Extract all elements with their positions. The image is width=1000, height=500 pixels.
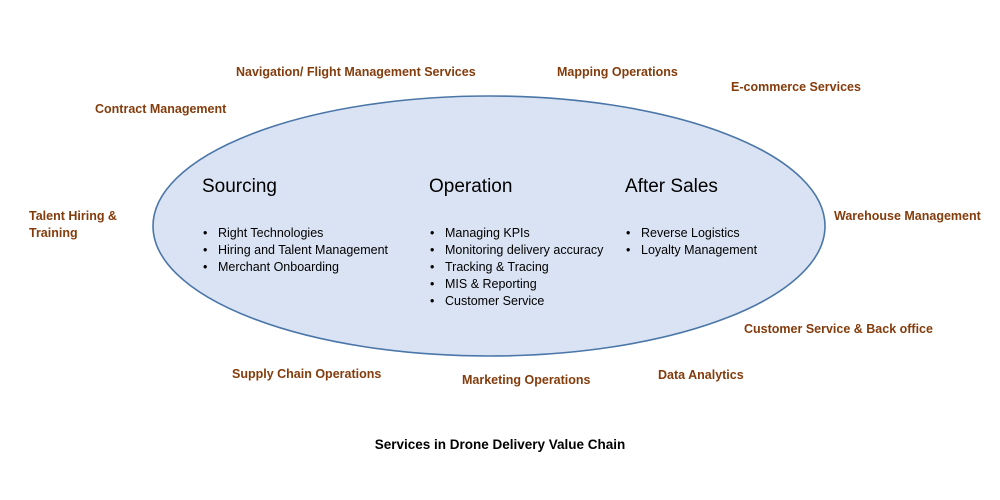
service-ecommerce: E-commerce Services xyxy=(731,80,861,94)
list-item: • Loyalty Management xyxy=(625,242,757,259)
list-item-label: Tracking & Tracing xyxy=(445,260,549,274)
list-item: • Customer Service xyxy=(429,293,603,310)
list-item: • Merchant Onboarding xyxy=(202,259,388,276)
list-item-label: Hiring and Talent Management xyxy=(218,243,389,257)
list-item-label: Managing KPIs xyxy=(445,226,530,240)
bullet-icon: • xyxy=(430,243,435,257)
sourcing-list: • Right Technologies • Hiring and Talent M… xyxy=(202,225,388,276)
service-data-analytics: Data Analytics xyxy=(658,368,744,382)
list-item: • Managing KPIs xyxy=(429,225,603,242)
column-title-after-sales: After Sales xyxy=(625,176,718,197)
list-item: • Hiring and Talent Management xyxy=(202,242,388,259)
list-item: • Right Technologies xyxy=(202,225,388,242)
bullet-icon: • xyxy=(203,243,208,257)
bullet-icon: • xyxy=(430,294,435,308)
column-title-operation: Operation xyxy=(429,176,513,197)
bullet-icon: • xyxy=(626,226,631,240)
list-item-label: Merchant Onboarding xyxy=(218,260,339,274)
list-item-label: MIS & Reporting xyxy=(445,277,537,291)
operation-list: • Managing KPIs • Monitoring delivery accu… xyxy=(429,225,603,310)
service-contract-management: Contract Management xyxy=(95,102,227,116)
bullet-icon: • xyxy=(430,226,435,240)
bullet-icon: • xyxy=(626,243,631,257)
list-item-label: Monitoring delivery accuracy xyxy=(445,243,604,257)
bullet-icon: • xyxy=(430,260,435,274)
bullet-icon: • xyxy=(203,226,208,240)
bullet-icon: • xyxy=(430,277,435,291)
list-item: • Reverse Logistics xyxy=(625,225,757,242)
service-marketing-operations: Marketing Operations xyxy=(462,373,591,387)
value-chain-ellipse xyxy=(152,95,826,357)
list-item: • Tracking & Tracing xyxy=(429,259,603,276)
bullet-icon: • xyxy=(203,260,208,274)
column-after-sales: After Sales • Reverse Logistics • Loyalty … xyxy=(625,175,757,259)
list-item-label: Reverse Logistics xyxy=(641,226,740,240)
service-supply-chain-operations: Supply Chain Operations xyxy=(232,367,382,381)
column-title-sourcing: Sourcing xyxy=(202,176,277,197)
service-warehouse-management: Warehouse Management xyxy=(834,209,981,223)
list-item-label: Loyalty Management xyxy=(641,243,758,257)
column-operation: Operation • Managing KPIs • Monitoring del… xyxy=(429,175,603,310)
service-customer-service-back-office: Customer Service & Back office xyxy=(744,322,933,336)
list-item-label: Right Technologies xyxy=(218,226,324,240)
diagram-caption: Services in Drone Delivery Value Chain xyxy=(374,437,626,452)
list-item: • MIS & Reporting xyxy=(429,276,603,293)
column-sourcing: Sourcing • Right Technologies • Hiring and… xyxy=(202,175,388,276)
service-navigation-flight-management: Navigation/ Flight Management Services xyxy=(236,65,476,79)
service-mapping-operations: Mapping Operations xyxy=(557,65,678,79)
after-sales-list: • Reverse Logistics • Loyalty Management xyxy=(625,225,757,259)
list-item: • Monitoring delivery accuracy xyxy=(429,242,603,259)
service-talent-hiring-line1: Talent Hiring & xyxy=(29,209,117,223)
list-item-label: Customer Service xyxy=(445,294,545,308)
service-talent-hiring-line2: Training xyxy=(29,226,78,240)
service-talent-hiring-training: Talent Hiring & Training xyxy=(29,208,117,242)
